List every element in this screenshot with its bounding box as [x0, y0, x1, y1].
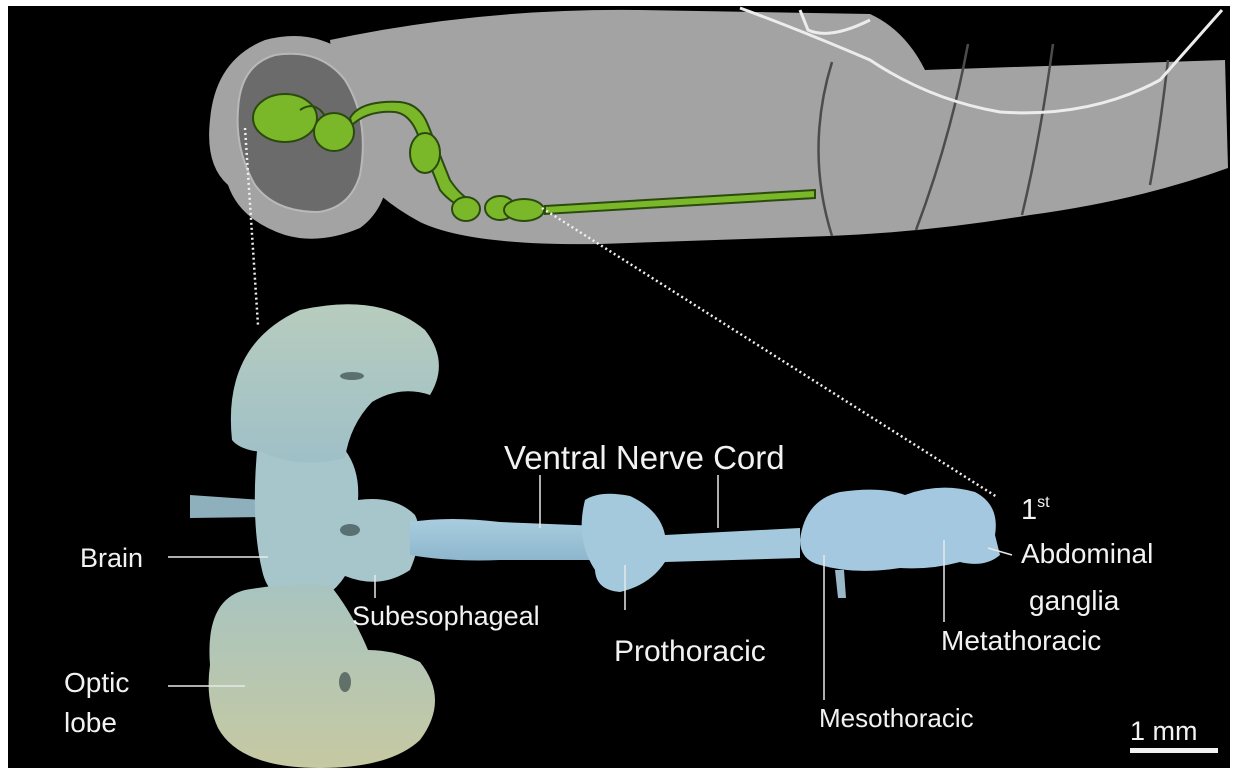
- label-first-main: 1: [1021, 494, 1037, 526]
- label-mesothoracic: Mesothoracic: [819, 703, 974, 733]
- label-abdominal: Abdominal: [1021, 538, 1153, 569]
- ventral-nerve-cord-tissue: [410, 519, 600, 560]
- label-metathoracic: Metathoracic: [941, 625, 1101, 656]
- label-first-superscript: st: [1037, 494, 1050, 511]
- label-subesophageal: Subesophageal: [352, 601, 540, 631]
- scale-bar-line: [1130, 748, 1218, 753]
- scale-bar-label: 1 mm: [1130, 716, 1198, 746]
- label-ventral-nerve-cord: Ventral Nerve Cord: [504, 439, 785, 476]
- thoracic-ganglia-mass: [800, 488, 1000, 571]
- label-brain: Brain: [80, 543, 143, 573]
- label-ganglia: ganglia: [1029, 585, 1120, 616]
- label-optic-line2: lobe: [64, 707, 117, 738]
- label-optic-line1: Optic: [64, 667, 129, 698]
- label-prothoracic: Prothoracic: [614, 635, 766, 668]
